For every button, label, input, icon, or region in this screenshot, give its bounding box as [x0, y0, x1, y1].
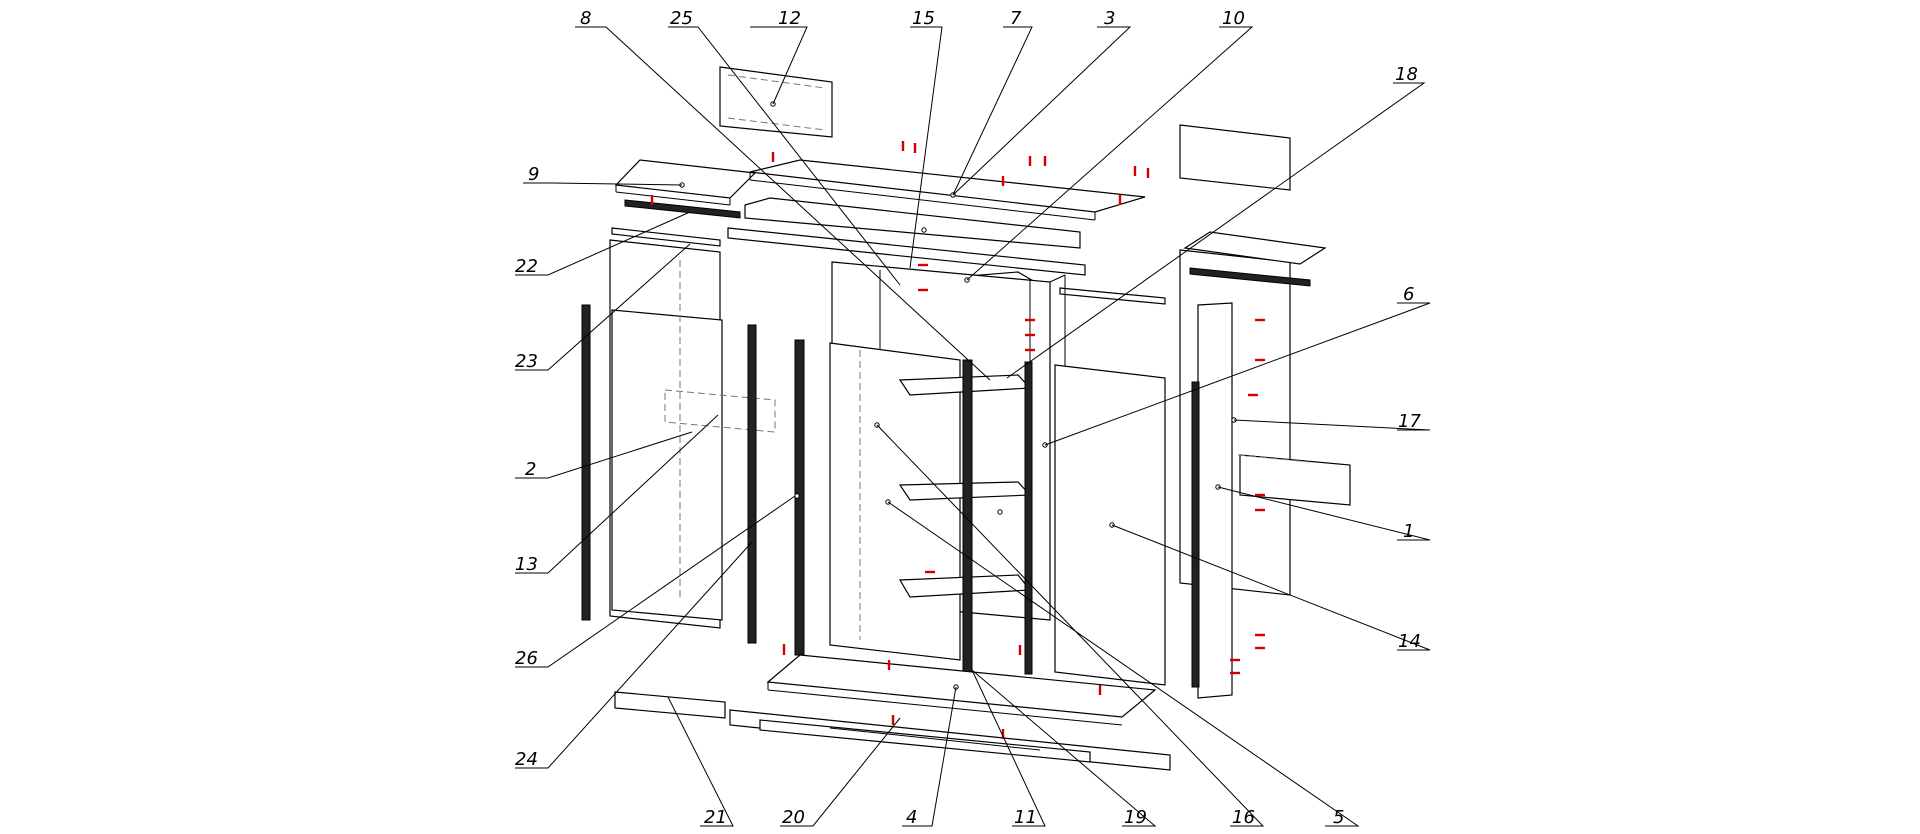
assembly-parts — [581, 66, 1351, 771]
panel-9 — [614, 159, 757, 199]
panel-top-right — [1179, 124, 1291, 191]
callout-4: 4 — [906, 807, 917, 828]
callout-1: 1 — [1403, 521, 1414, 542]
callout-7: 7 — [1010, 8, 1022, 29]
panel-3 — [749, 159, 1146, 213]
callout-25: 25 — [670, 8, 693, 29]
callout-2: 2 — [525, 459, 536, 480]
callout-9: 9 — [528, 164, 539, 185]
leader-lines — [515, 26, 1431, 827]
rail-23 — [611, 227, 721, 247]
panel-2 — [611, 309, 723, 621]
rail-back-right — [1059, 287, 1166, 305]
rail-19 — [1024, 361, 1033, 675]
rail-door-left-outer — [581, 304, 591, 621]
callout-labels: 8 25 12 15 7 3 10 18 9 22 23 6 17 2 1 13… — [515, 8, 1421, 828]
callout-8: 8 — [580, 8, 591, 29]
rail-top-right — [1189, 267, 1311, 287]
rail-right — [1191, 381, 1200, 688]
callout-23: 23 — [515, 351, 538, 372]
callout-15: 15 — [912, 8, 935, 29]
callout-22: 22 — [515, 256, 538, 277]
shelf-top-right — [1183, 231, 1327, 265]
callout-13: 13 — [515, 554, 538, 575]
panel-1 — [1197, 302, 1233, 699]
panel-21 — [614, 691, 726, 719]
callout-18: 18 — [1395, 64, 1418, 85]
callout-11: 11 — [1014, 807, 1037, 828]
callout-12: 12 — [778, 8, 801, 29]
callout-5: 5 — [1333, 807, 1344, 828]
callout-16: 16 — [1232, 807, 1255, 828]
callout-10: 10 — [1222, 8, 1245, 29]
callout-17: 17 — [1398, 411, 1421, 432]
callout-26: 26 — [515, 648, 538, 669]
rail-22 — [624, 199, 741, 219]
callout-3: 3 — [1104, 8, 1115, 29]
panel-12 — [719, 66, 833, 138]
callout-21: 21 — [704, 807, 727, 828]
callout-14: 14 — [1398, 631, 1421, 652]
panel-4 — [766, 654, 1157, 718]
callout-6: 6 — [1403, 284, 1414, 305]
panel-15 — [727, 227, 1086, 276]
callout-19: 19 — [1124, 807, 1147, 828]
rail-bottom — [759, 719, 1091, 763]
panel-right-insert — [1239, 454, 1351, 506]
callout-20: 20 — [782, 807, 805, 828]
callout-24: 24 — [515, 749, 538, 770]
rail-door-left-inner — [747, 324, 757, 644]
panel-7 — [744, 197, 1081, 249]
fixing-marks — [650, 141, 1265, 739]
